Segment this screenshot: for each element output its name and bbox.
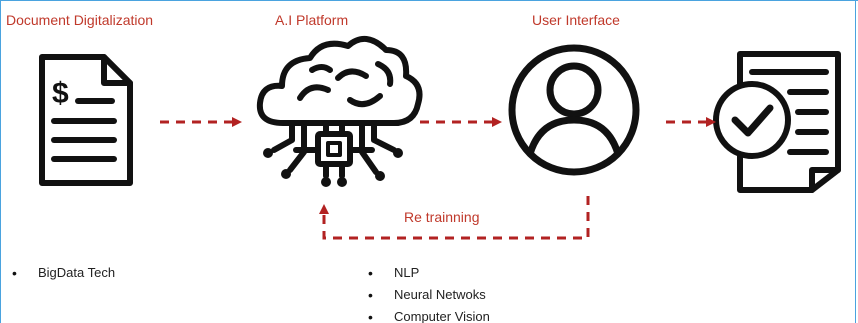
document-dollar-icon: $: [39, 54, 133, 186]
arrowheads: [232, 117, 716, 214]
digitalization-tech-list: BigData Tech: [12, 262, 115, 284]
cloud-brain-chip-icon: [256, 36, 423, 187]
frame-left-border: [0, 0, 1, 323]
list-item: BigData Tech: [12, 262, 115, 284]
heading-user-interface: User Interface: [532, 12, 620, 28]
flow-arrows: [160, 120, 706, 240]
list-item: Computer Vision: [368, 306, 490, 323]
list-item: NLP: [368, 262, 490, 284]
list-item: Neural Netwoks: [368, 284, 490, 306]
user-avatar-icon: [508, 44, 640, 176]
retraining-loop-path: [322, 196, 590, 240]
frame-right-border: [855, 0, 856, 323]
heading-ai-platform: A.I Platform: [275, 12, 349, 28]
svg-text:$: $: [52, 77, 69, 110]
ai-tech-list: NLP Neural Netwoks Computer Vision: [368, 262, 490, 323]
frame-top-border: [0, 0, 858, 1]
heading-document-digitalization: Document Digitalization: [6, 12, 154, 28]
checked-document-icon: [713, 51, 841, 193]
retraining-label: Re trainning: [404, 209, 480, 225]
